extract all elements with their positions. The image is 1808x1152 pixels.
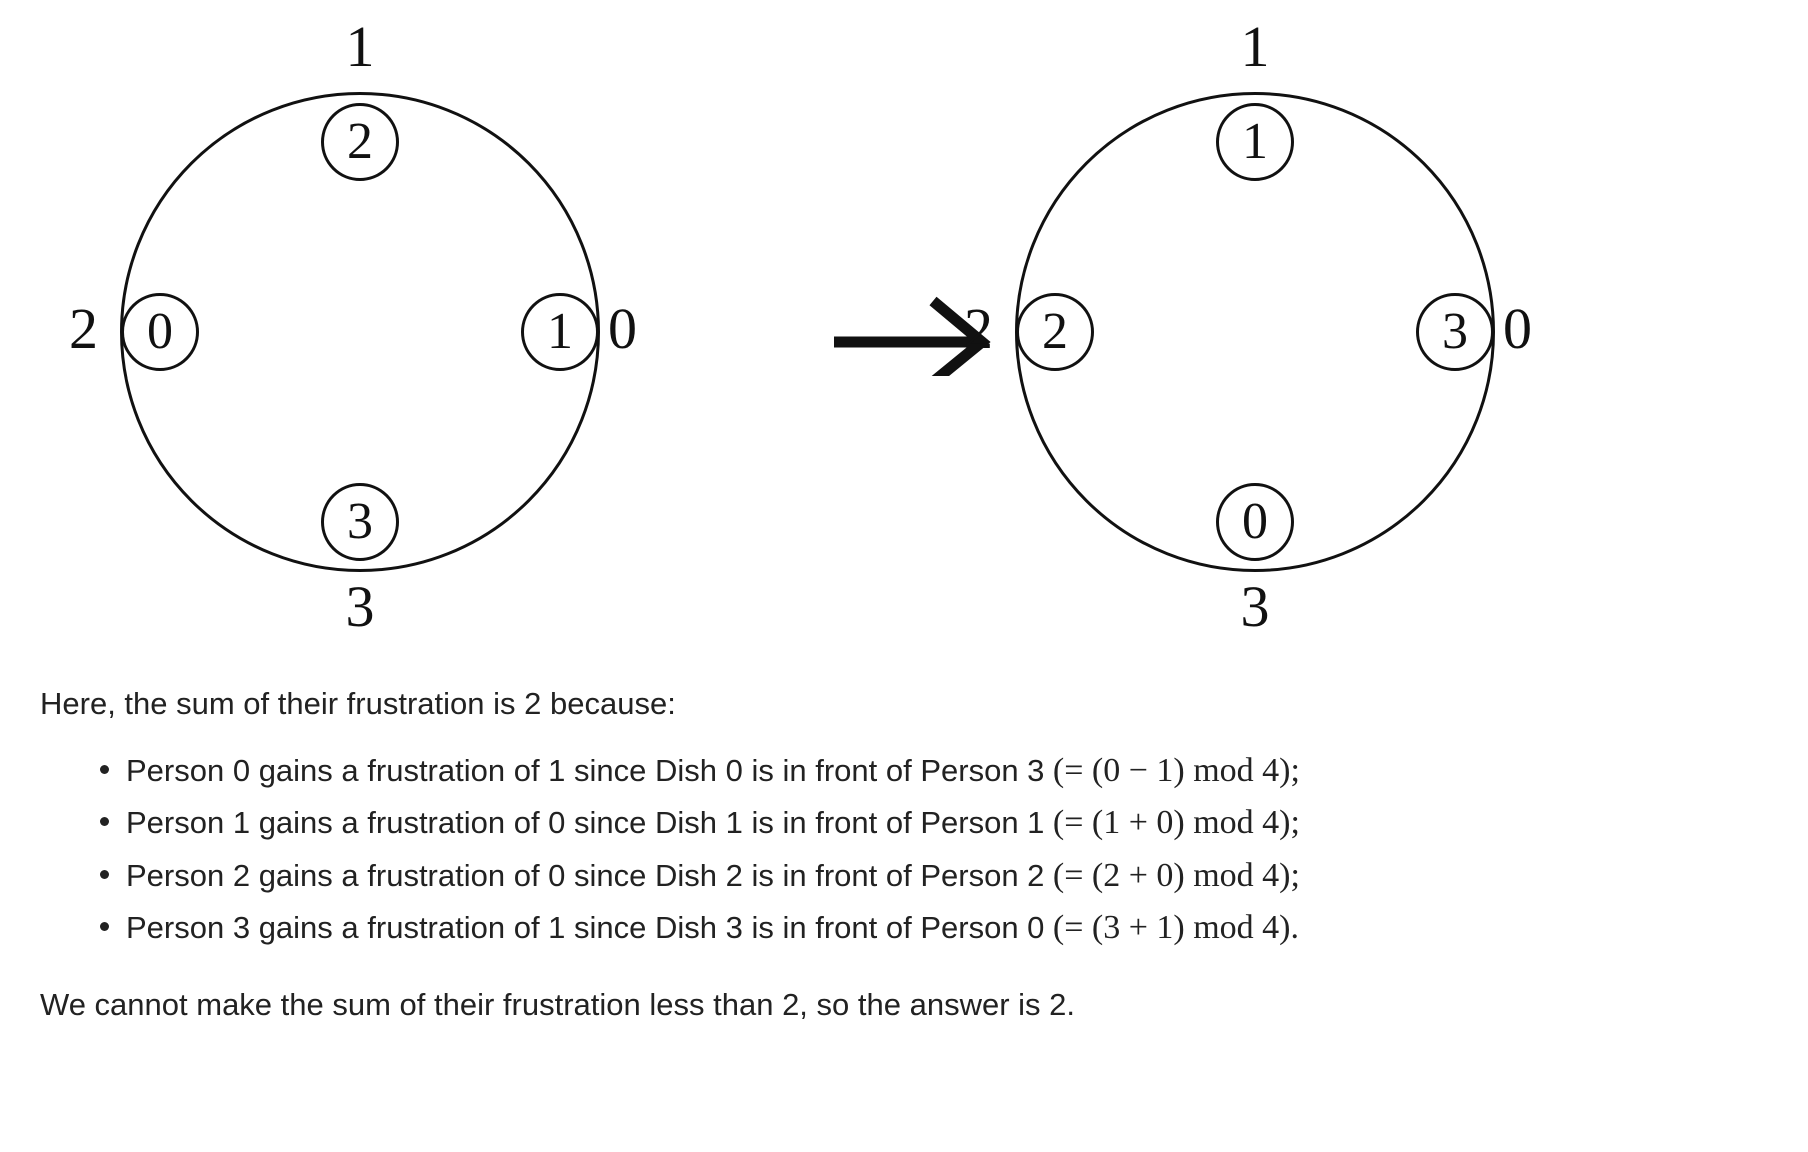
list-item-formula: (= (3 + 1) mod 4). bbox=[1044, 909, 1300, 947]
list-item: Person 1 gains a frustration of 0 since … bbox=[0, 802, 1808, 843]
bullet-icon bbox=[100, 817, 109, 827]
closing-paragraph: We cannot make the sum of their frustrat… bbox=[40, 986, 1075, 1022]
list-item-formula: (= (2 + 0) mod 4); bbox=[1044, 856, 1300, 894]
list-item-formula: (= (0 − 1) mod 4); bbox=[1044, 751, 1300, 789]
list-item-text: Person 2 gains a frustration of 0 since … bbox=[126, 857, 1045, 893]
seating-figure: 1 0 3 2 2 1 3 0 1 0 3 2 1 3 0 2 bbox=[0, 0, 1615, 665]
dish-label-left-after: 2 bbox=[964, 296, 993, 361]
bullet-icon bbox=[100, 922, 109, 932]
dish-label-left-before: 2 bbox=[69, 296, 98, 361]
bullet-icon bbox=[100, 869, 109, 879]
right-arrow-icon bbox=[834, 296, 991, 376]
list-item: Person 0 gains a frustration of 1 since … bbox=[0, 750, 1808, 791]
list-item-formula: (= (1 + 0) mod 4); bbox=[1044, 804, 1300, 842]
explanation-section: Here, the sum of their frustration is 2 … bbox=[0, 665, 1808, 1024]
person-node-right-after: 3 bbox=[1416, 293, 1494, 371]
person-node-top-after: 1 bbox=[1216, 103, 1294, 181]
person-node-left-after: 2 bbox=[1016, 293, 1094, 371]
dish-label-top-after: 1 bbox=[1240, 14, 1270, 79]
dish-label-right-before: 0 bbox=[608, 296, 637, 361]
dish-label-bottom-after: 3 bbox=[1240, 574, 1270, 639]
dish-label-right-after: 0 bbox=[1503, 296, 1532, 361]
list-item: Person 3 gains a frustration of 1 since … bbox=[0, 907, 1808, 948]
person-node-top-before: 2 bbox=[321, 103, 399, 181]
diagram-after: 1 0 3 2 1 3 0 2 bbox=[895, 0, 1615, 665]
list-item-text: Person 0 gains a frustration of 1 since … bbox=[126, 752, 1045, 788]
dish-label-top-before: 1 bbox=[345, 14, 375, 79]
dish-label-bottom-before: 3 bbox=[345, 574, 375, 639]
person-node-bottom-before: 3 bbox=[321, 483, 399, 561]
person-node-bottom-after: 0 bbox=[1216, 483, 1294, 561]
list-item: Person 2 gains a frustration of 0 since … bbox=[0, 855, 1808, 896]
frustration-breakdown-list: Person 0 gains a frustration of 1 since … bbox=[0, 750, 1808, 949]
bullet-icon bbox=[100, 764, 109, 774]
list-item-text: Person 1 gains a frustration of 0 since … bbox=[126, 805, 1045, 841]
person-node-right-before: 1 bbox=[521, 293, 599, 371]
person-node-left-before: 0 bbox=[121, 293, 199, 371]
diagram-before: 1 0 3 2 2 1 3 0 bbox=[0, 0, 720, 665]
list-item-text: Person 3 gains a frustration of 1 since … bbox=[126, 910, 1045, 946]
intro-paragraph: Here, the sum of their frustration is 2 … bbox=[40, 686, 676, 721]
